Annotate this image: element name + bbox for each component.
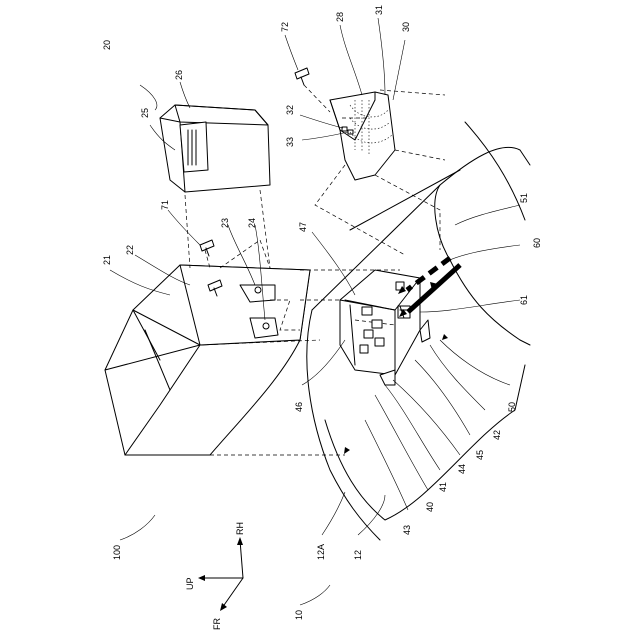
label-12A: 12A — [316, 544, 326, 560]
label-32: 32 — [285, 105, 295, 115]
label-72: 72 — [280, 22, 290, 32]
label-42: 42 — [492, 430, 502, 440]
label-23: 23 — [220, 218, 230, 228]
cowl-panel — [350, 170, 460, 230]
label-61: 61 — [519, 295, 529, 305]
label-12: 12 — [353, 550, 363, 560]
label-43: 43 — [402, 525, 412, 535]
axis-label-up: UP — [185, 577, 195, 590]
console-body-21 — [105, 265, 345, 455]
label-60: 60 — [532, 238, 542, 248]
label-50: 50 — [507, 402, 517, 412]
label-24: 24 — [247, 218, 257, 228]
label-20: 20 — [102, 40, 112, 50]
control-unit-40 — [340, 270, 430, 385]
label-30: 30 — [401, 22, 411, 32]
label-28: 28 — [335, 12, 345, 22]
cover-28 — [330, 92, 395, 180]
label-22: 22 — [125, 245, 135, 255]
label-47: 47 — [298, 222, 308, 232]
label-31: 31 — [374, 5, 384, 15]
label-100: 100 — [112, 545, 122, 560]
label-33: 33 — [285, 137, 295, 147]
label-45: 45 — [475, 450, 485, 460]
label-51: 51 — [519, 193, 529, 203]
label-71: 71 — [160, 200, 170, 210]
axis-label-rh: RH — [235, 522, 245, 535]
label-21: 21 — [102, 255, 112, 265]
module-25 — [160, 105, 270, 192]
axis-label-fr: FR — [212, 618, 222, 630]
axis-indicator — [198, 537, 243, 611]
label-41: 41 — [438, 482, 448, 492]
label-40: 40 — [425, 502, 435, 512]
label-46: 46 — [294, 402, 304, 412]
label-44: 44 — [457, 464, 467, 474]
label-10: 10 — [294, 610, 304, 620]
label-25: 25 — [140, 108, 150, 118]
fastener-72 — [295, 68, 330, 112]
label-26: 26 — [174, 70, 184, 80]
